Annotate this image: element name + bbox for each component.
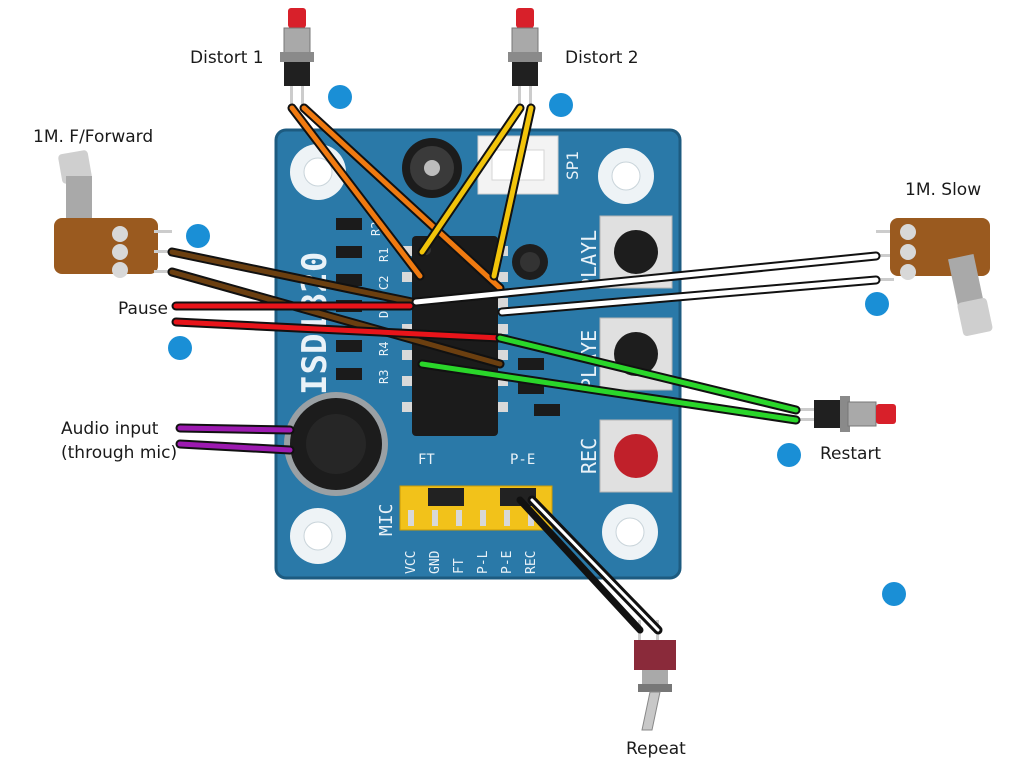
mic-label: MIC [376,503,397,536]
wire-distort2-a [417,103,525,257]
pin-label: FT [452,558,467,574]
label-distort1: Distort 1 [190,48,264,68]
label-distort2: Distort 2 [565,48,639,68]
label-audio-input: Audio input [61,419,159,439]
marker-dot [168,336,192,360]
label-audio-input-sub: (through mic) [61,443,178,463]
wire-pause-b [171,317,505,343]
wire-repeat-a [516,496,644,634]
pin-label: P-L [476,550,491,574]
pin-label: VCC [404,551,419,574]
ref-label: R3 [377,370,391,384]
slow-potentiometer [876,218,993,337]
ref-label: R4 [377,342,391,356]
isd1820-board: ISD1820 SP1 R2 R1 C2 D1 R4 R3 [274,128,682,580]
repeat-toggle-switch [634,620,676,731]
wire-slow-b [497,275,881,317]
jumper-label-pe: P-E [510,452,535,468]
wire-fforward-b [167,267,505,369]
mounting-hole [602,504,658,560]
label-pause: Pause [118,299,168,319]
marker-dot [882,582,906,606]
wire-distort2-b [489,103,536,281]
mounting-hole [598,148,654,204]
marker-dot [328,85,352,109]
wire-distort1-b [299,103,505,293]
electrolytic-capacitor [402,138,462,198]
label-fforward: 1M. F/Forward [33,127,154,147]
wire-slow-a [411,251,881,307]
pin-label: GND [428,550,443,574]
wire-restart-a [495,333,801,415]
marker-dot [777,443,801,467]
distort1-pushbutton [280,8,314,108]
wire-repeat-b [527,495,663,635]
section-label-rec: REC [577,438,601,474]
marker-dot [549,93,573,117]
wires [167,103,881,635]
distort2-pushbutton [508,8,542,108]
board-title: ISD1820 [295,252,335,395]
speaker-label: SP1 [563,151,582,180]
marker-dot [186,224,210,248]
ref-label: R1 [377,248,391,262]
fforward-potentiometer [54,150,172,278]
pin-label: P-E [500,551,515,574]
wire-fforward-a [167,247,417,307]
small-capacitor [512,244,548,280]
restart-pushbutton [794,396,896,432]
label-restart: Restart [820,444,882,464]
wire-audio-b [175,439,295,455]
ref-label: C2 [377,276,391,290]
microphone [284,392,388,496]
label-slow: 1M. Slow [905,180,982,200]
marker-dot [865,292,889,316]
jumper-label-ft: FT [418,452,435,468]
wire-restart-b [417,359,801,425]
wire-distort1-a [287,103,425,281]
label-repeat: Repeat [626,739,686,759]
board-button-rec [599,419,673,493]
mounting-hole [290,508,346,564]
pin-label: REC [524,551,539,574]
wire-audio-a [175,423,295,435]
